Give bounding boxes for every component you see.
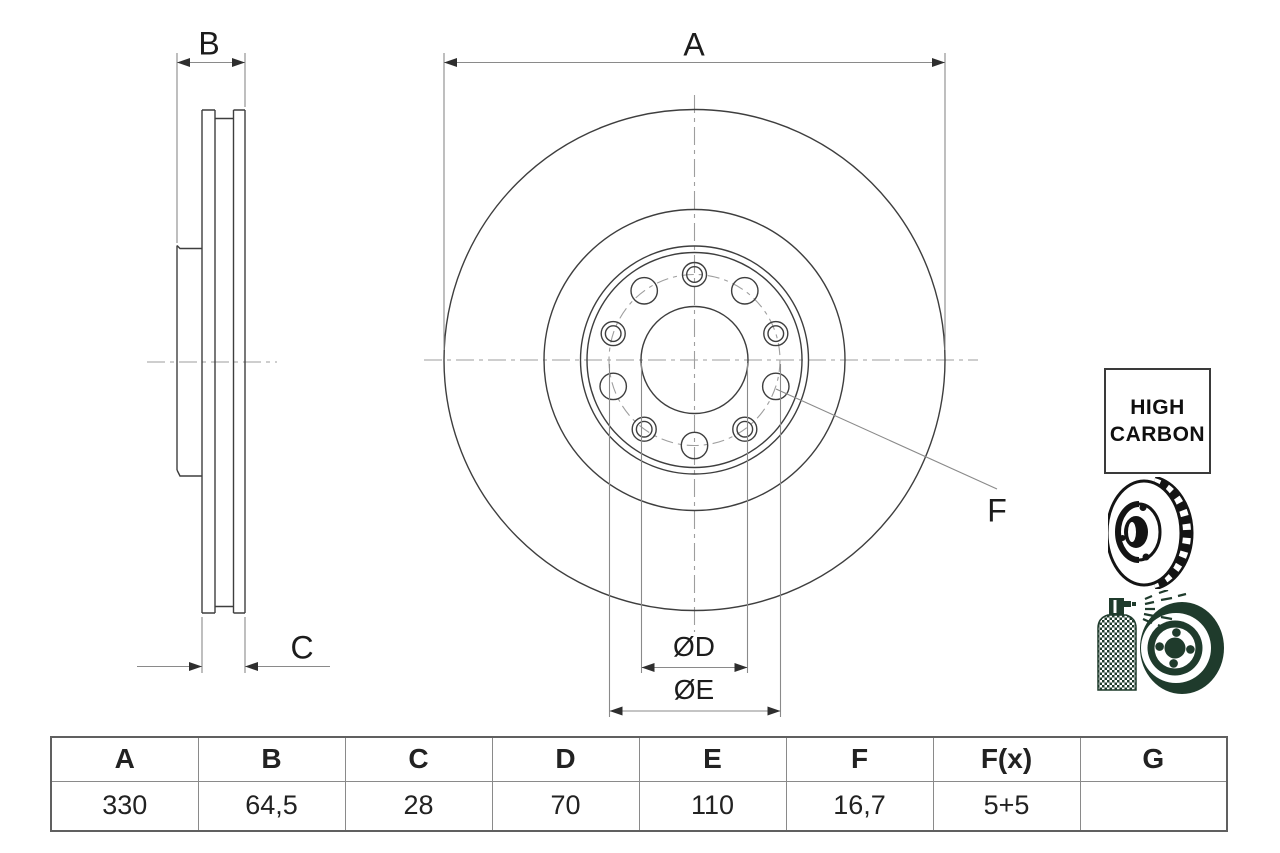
table-header-cell: D xyxy=(491,736,640,782)
dimension-e xyxy=(608,364,782,717)
dimension-d xyxy=(640,363,749,673)
table-value-cell: 330 xyxy=(50,780,199,832)
table-header-cell: E xyxy=(638,736,787,782)
high-carbon-badge: HIGH CARBON xyxy=(1104,368,1211,474)
alignment-holes xyxy=(599,276,790,460)
dimension-c xyxy=(137,617,330,673)
table-header-cell: F(x) xyxy=(932,736,1081,782)
spray-coating-icon xyxy=(1097,590,1224,694)
front-view xyxy=(424,53,998,717)
cross-section-view xyxy=(137,53,330,673)
table-header-cell: F xyxy=(785,736,934,782)
hat-top-step xyxy=(176,245,202,250)
table-value-cell: 28 xyxy=(344,780,493,832)
hole-f-leader-line xyxy=(775,388,998,490)
table-value-cell: 16,7 xyxy=(785,780,934,832)
label-a: A xyxy=(683,26,705,63)
center-bore-circle xyxy=(640,305,749,415)
table-value-cell xyxy=(1079,780,1228,832)
table-value-cell: 110 xyxy=(638,780,787,832)
bolt-holes xyxy=(600,261,789,442)
table-header-cell: G xyxy=(1079,736,1228,782)
hub-flange-inner-circle xyxy=(586,251,803,469)
table-header-row: A B C D E F F(x) G xyxy=(50,736,1228,782)
spray-can xyxy=(1097,598,1137,691)
table-value-cell: 5+5 xyxy=(932,780,1081,832)
spray-mist xyxy=(1142,590,1190,630)
table-value-row: 330 64,5 28 70 110 16,7 5+5 xyxy=(50,780,1228,832)
label-b: B xyxy=(198,25,220,62)
table-value-cell: 70 xyxy=(491,780,640,832)
outer-diameter-circle xyxy=(443,108,946,612)
label-f: F xyxy=(987,492,1007,529)
table-value-cell: 64,5 xyxy=(197,780,346,832)
drawing-canvas xyxy=(137,53,998,717)
dimension-a xyxy=(443,53,946,350)
table-header-cell: B xyxy=(197,736,346,782)
dimension-b xyxy=(176,53,246,243)
vented-brake-disc-icon xyxy=(1108,477,1194,589)
hub-flange-outer-circle xyxy=(579,245,810,475)
label-diameter-d: ØD xyxy=(673,631,715,662)
dimension-table: A B C D E F F(x) G 330 64,5 28 70 110 16… xyxy=(50,736,1228,832)
friction-inner-circle xyxy=(543,208,846,512)
high-carbon-line1: HIGH xyxy=(1130,395,1185,419)
table-header-cell: A xyxy=(50,736,199,782)
label-c: C xyxy=(290,629,314,666)
label-diameter-e: ØE xyxy=(673,674,715,705)
table-header-cell: C xyxy=(344,736,493,782)
hat-bottom-step xyxy=(176,469,202,477)
pitch-circle-centerline xyxy=(608,273,781,447)
high-carbon-line2: CARBON xyxy=(1109,423,1206,446)
